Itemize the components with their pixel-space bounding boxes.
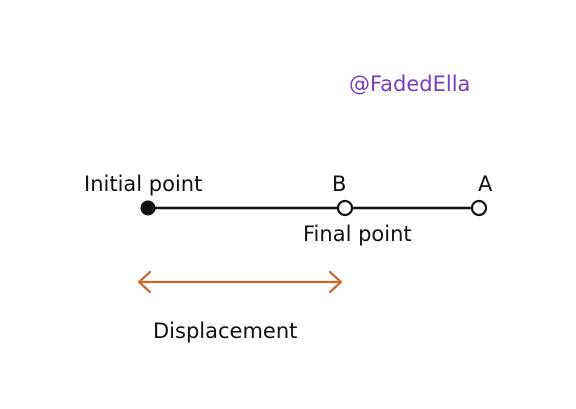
displacement-arrow bbox=[137, 270, 343, 294]
point-a-marker bbox=[470, 199, 488, 217]
watermark: @FadedElla bbox=[349, 72, 471, 96]
point-b-label: B bbox=[332, 172, 347, 196]
displacement-label: Displacement bbox=[153, 319, 298, 343]
initial-point-label: Initial point bbox=[84, 172, 203, 196]
initial-point-marker bbox=[140, 200, 156, 216]
point-a-label: A bbox=[478, 172, 493, 196]
point-b-marker bbox=[336, 199, 354, 217]
final-point-label: Final point bbox=[303, 222, 412, 246]
